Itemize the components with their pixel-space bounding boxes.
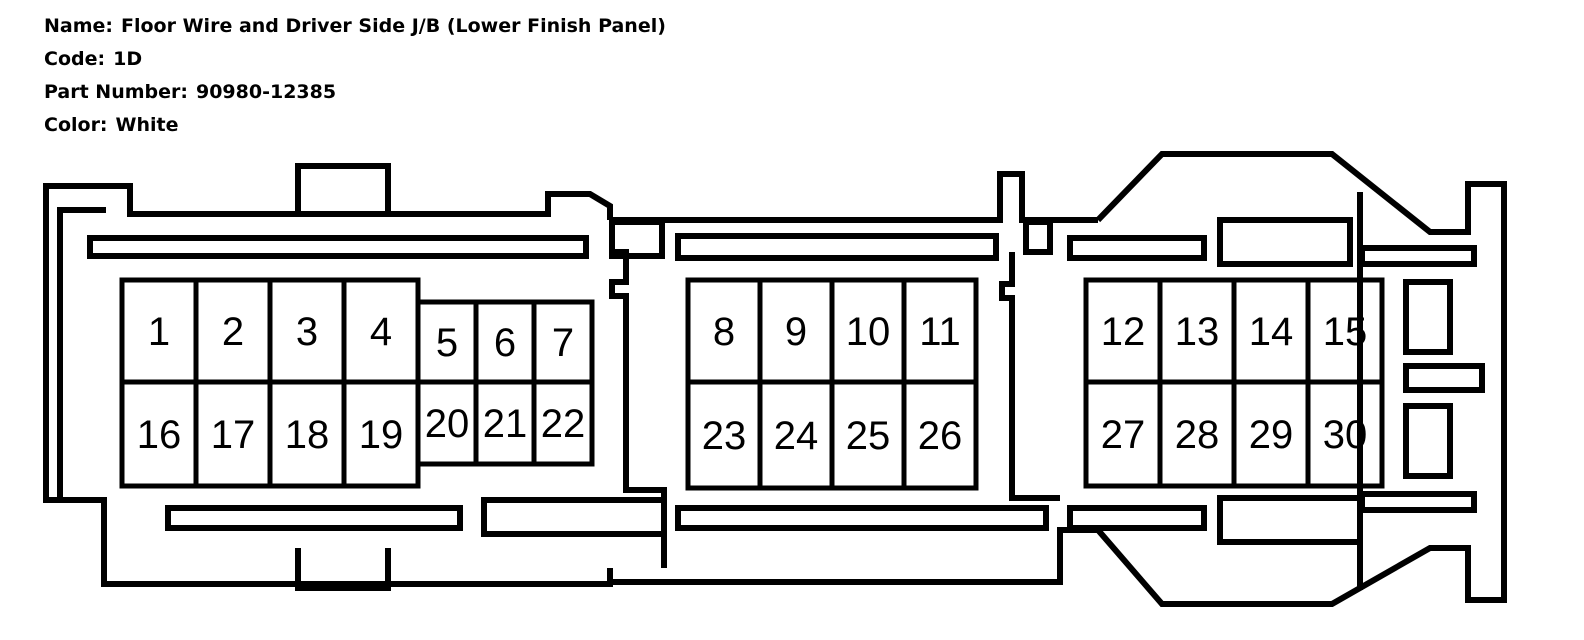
- pin-number-11: 11: [919, 310, 961, 354]
- housing-inner-left: [57, 207, 106, 500]
- pin-number-25: 25: [846, 414, 891, 458]
- pin-number-27: 27: [1101, 413, 1146, 457]
- pin-cell-30: [1305, 379, 1385, 489]
- pin-number-13: 13: [1175, 310, 1220, 354]
- pin-number-28: 28: [1175, 413, 1220, 457]
- divider-wall-right: [999, 252, 1060, 501]
- color-row: Color: White: [44, 109, 666, 142]
- pin-number-21: 21: [483, 402, 528, 446]
- connector-info: Name: Floor Wire and Driver Side J/B (Low…: [44, 10, 666, 142]
- part-number-row: Part Number: 90980-12385: [44, 76, 666, 109]
- name-row: Name: Floor Wire and Driver Side J/B (Low…: [44, 10, 666, 43]
- side-tab-3: [1403, 403, 1453, 479]
- divider-wall-left: [609, 249, 667, 568]
- pin-number-19: 19: [359, 413, 404, 457]
- pin-number-17: 17: [211, 413, 256, 457]
- slot-side-top: [1359, 245, 1477, 267]
- code-value: 1D: [113, 48, 143, 70]
- pin-number-24: 24: [774, 414, 819, 458]
- side-tab-1: [1403, 279, 1453, 355]
- pin-number-2: 2: [222, 310, 244, 354]
- pin-number-4: 4: [370, 310, 392, 354]
- housing-outline-left: [43, 183, 613, 587]
- pin-number-7: 7: [552, 321, 574, 365]
- code-row: Code: 1D: [44, 43, 666, 76]
- pin-number-26: 26: [918, 414, 963, 458]
- part-number-label: Part Number:: [44, 81, 188, 103]
- pin-number-8: 8: [713, 310, 735, 354]
- color-label: Color:: [44, 114, 108, 136]
- cutout-square-2: [1023, 219, 1053, 255]
- pin-number-15: 15: [1323, 310, 1368, 354]
- name-value: Floor Wire and Driver Side J/B (Lower Fi…: [121, 15, 666, 37]
- name-label: Name:: [44, 15, 114, 37]
- pin-cell-22: [531, 379, 595, 467]
- cutout-square-4: [1217, 217, 1353, 267]
- pin-number-18: 18: [285, 413, 330, 457]
- pin-number-3: 3: [296, 310, 318, 354]
- pin-number-20: 20: [425, 402, 470, 446]
- pin-number-1: 1: [148, 310, 170, 354]
- pin-number-16: 16: [137, 413, 182, 457]
- housing-outline-center: [610, 171, 1098, 223]
- cutout-square-5: [1217, 495, 1363, 545]
- cutout-square-3: [481, 497, 667, 537]
- pin-number-23: 23: [702, 414, 747, 458]
- connector-housing: [43, 151, 1507, 607]
- pin-number-12: 12: [1101, 310, 1146, 354]
- part-number-value: 90980-12385: [195, 81, 337, 103]
- slot-top-center: [675, 233, 999, 261]
- housing-outline-right: [1095, 151, 1507, 607]
- slot-top-right: [1067, 235, 1207, 261]
- top-latch: [295, 163, 391, 214]
- pin-number-6: 6: [494, 321, 516, 365]
- pin-number-14: 14: [1249, 310, 1294, 354]
- slot-bottom-right: [1067, 505, 1207, 531]
- slot-bottom-center: [675, 505, 1049, 531]
- slot-bottom-left: [165, 505, 463, 531]
- pin-number-5: 5: [436, 321, 458, 365]
- code-label: Code:: [44, 48, 106, 70]
- cutout-square-1: [609, 219, 665, 259]
- pin-number-10: 10: [846, 310, 891, 354]
- pin-number-29: 29: [1249, 413, 1294, 457]
- pin-cell-26: [901, 379, 979, 491]
- slot-top-left: [87, 235, 589, 259]
- pin-number-22: 22: [541, 402, 586, 446]
- side-tab-2: [1403, 363, 1485, 393]
- slot-side-bottom: [1359, 491, 1477, 513]
- color-value: White: [115, 114, 179, 136]
- pin-number-30: 30: [1323, 413, 1368, 457]
- housing-outline-center-bottom: [607, 527, 1098, 585]
- pin-number-9: 9: [785, 310, 807, 354]
- bottom-latch: [295, 548, 391, 591]
